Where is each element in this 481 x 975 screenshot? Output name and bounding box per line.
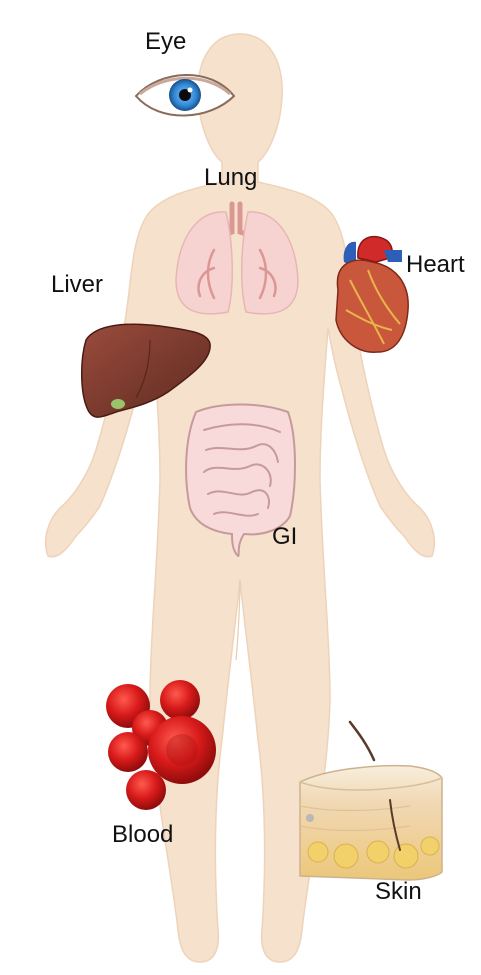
eye-label: Eye — [145, 30, 186, 54]
liver-label: Liver — [51, 273, 103, 297]
heart-icon — [336, 237, 408, 353]
heart-label: Heart — [406, 253, 465, 277]
skin-label: Skin — [375, 880, 422, 904]
lung-label: Lung — [204, 166, 257, 190]
blood-label: Blood — [112, 823, 173, 847]
gi-label: GI — [272, 525, 297, 549]
